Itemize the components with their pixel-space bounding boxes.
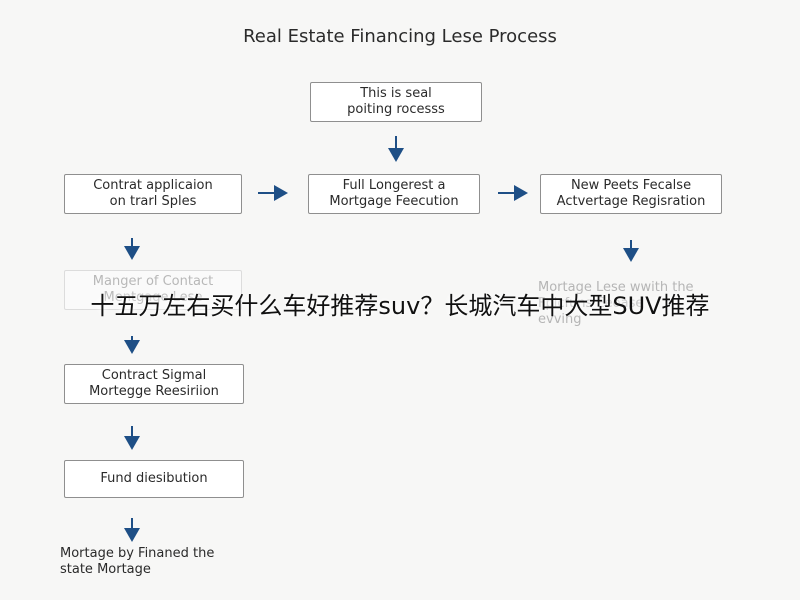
node-mortgage-lease-faded-line1: Mortage Lese wwith the [538,280,694,295]
node-registration-line1: New Peets Fecalse [570,178,692,193]
node-fund-distribution-label: Fund diesibution [100,471,208,486]
node-manager-contact: Manger of Contact Mentgage Lese [64,270,242,310]
node-contract-application: Contrat applicaion on trarl Sples [64,174,242,214]
node-end-text: Mortage by Finaned the state Mortage [60,546,214,578]
node-contract-signal-line1: Contract Sigmal [101,368,207,383]
node-top: This is seal poiting rocesss [310,82,482,122]
node-mortgage-execution: Full Longerest a Mortgage Feecution [308,174,480,214]
node-top-line2: poiting rocesss [347,102,445,117]
node-mortgage-lease-faded-line3: evving [538,312,582,327]
node-contract-application-line2: on trarl Sples [109,194,197,209]
node-registration: New Peets Fecalse Actvertage Regisration [540,174,722,214]
node-contract-application-line1: Contrat applicaion [93,178,213,193]
node-mortgage-lease-faded: Mortage Lese wwith the Fpicfuns Eeoase e… [538,280,694,328]
diagram-title: Real Estate Financing Lese Process [243,26,557,47]
node-end-text-line2: state Mortage [60,562,151,577]
node-manager-contact-line1: Manger of Contact [92,274,214,289]
node-mortgage-execution-line1: Full Longerest a [342,178,446,193]
node-contract-signal-line2: Mortegge Reesiriion [89,384,219,399]
node-mortgage-lease-faded-line2: Fpicfuns Eeoase [538,296,644,311]
node-fund-distribution: Fund diesibution [64,460,244,498]
node-manager-contact-line2: Mentgage Lese [103,290,203,305]
node-contract-signal: Contract Sigmal Mortegge Reesiriion [64,364,244,404]
node-mortgage-execution-line2: Mortgage Feecution [329,194,459,209]
node-end-text-line1: Mortage by Finaned the [60,546,215,561]
node-top-line1: This is seal [360,86,432,101]
overlay-banner-text: 十五万左右买什么车好推荐suv？长城汽车中大型SUV推荐 [90,292,710,320]
node-registration-line2: Actvertage Regisration [556,194,706,209]
